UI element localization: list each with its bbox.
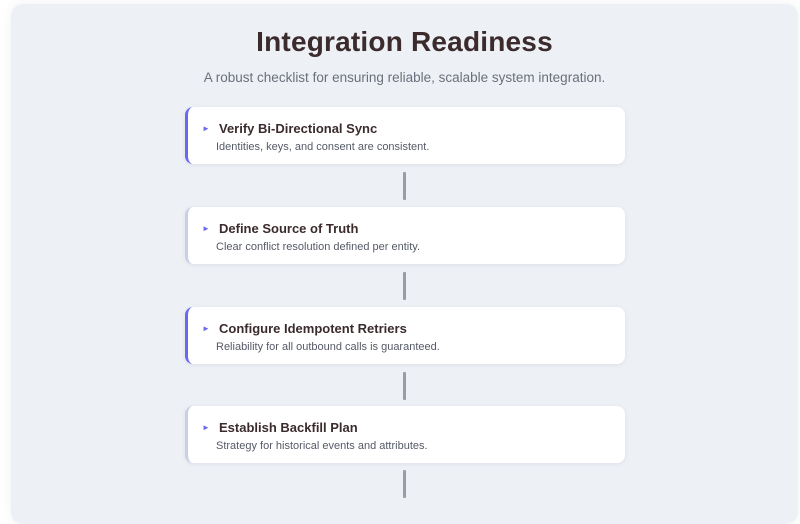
connector-line [403,372,406,400]
step-card-idempotent-retriers[interactable]: ► Configure Idempotent Retriers Reliabil… [185,307,625,364]
connector-line [403,272,406,300]
step-description: Reliability for all outbound calls is gu… [216,341,440,353]
step-title: Verify Bi-Directional Sync [219,121,378,136]
step-description: Identities, keys, and consent are consis… [216,141,430,153]
connector-line [403,470,406,498]
connector-line [403,172,406,200]
step-card-source-of-truth[interactable]: ► Define Source of Truth Clear conflict … [185,207,625,264]
step-title: Define Source of Truth [219,221,359,236]
page-title: Integration Readiness [256,26,553,57]
checklist-panel: Integration Readiness A robust checklist… [11,4,798,524]
step-description: Clear conflict resolution defined per en… [216,241,421,253]
step-title: Establish Backfill Plan [219,420,358,435]
step-description: Strategy for historical events and attri… [216,440,428,452]
step-title: Configure Idempotent Retriers [219,321,407,336]
triangle-right-icon: ► [202,124,210,133]
triangle-right-icon: ► [202,423,210,432]
triangle-right-icon: ► [202,224,210,233]
step-card-backfill-plan[interactable]: ► Establish Backfill Plan Strategy for h… [185,406,625,463]
step-card-verify-sync[interactable]: ► Verify Bi-Directional Sync Identities,… [185,107,625,164]
page-subtitle: A robust checklist for ensuring reliable… [203,70,606,85]
triangle-right-icon: ► [202,324,210,333]
